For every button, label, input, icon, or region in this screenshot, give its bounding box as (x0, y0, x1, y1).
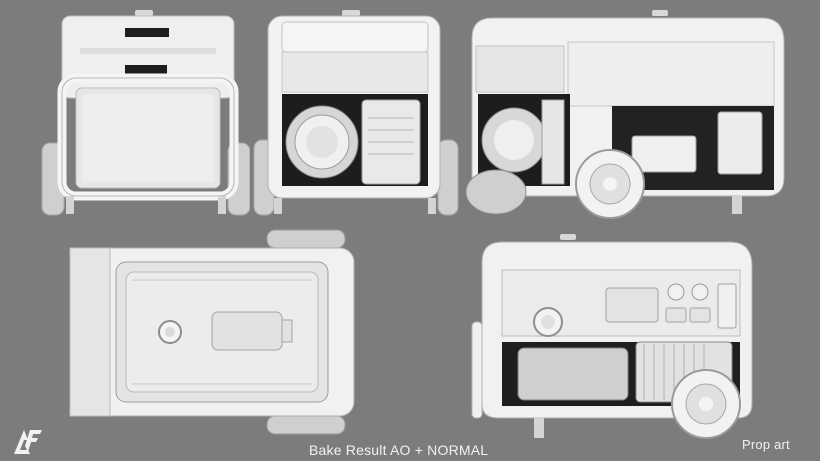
logo-mark (14, 430, 42, 454)
front-view (41, 10, 250, 216)
af-logo (12, 426, 44, 461)
bake-result-caption: Bake Result AO + NORMAL (309, 442, 489, 458)
three-quarter-view (465, 10, 785, 219)
top-view (69, 229, 355, 435)
side-view-panel (471, 234, 753, 439)
prop-art-caption: Prop art (742, 437, 790, 452)
side-view-open (253, 10, 459, 216)
